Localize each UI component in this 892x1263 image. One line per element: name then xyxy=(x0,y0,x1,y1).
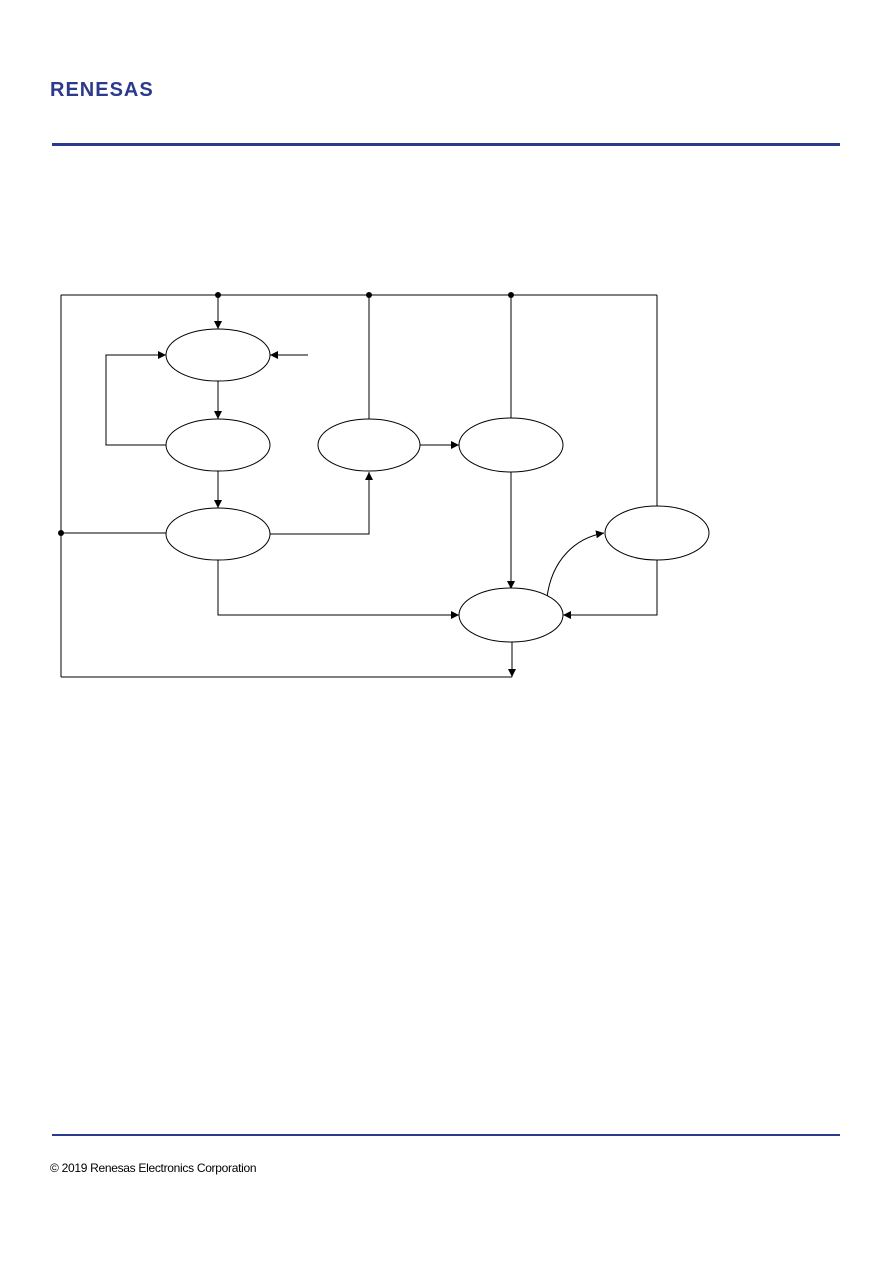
edge-s2-loop-to-s1 xyxy=(105,351,166,446)
state-5 xyxy=(458,417,564,473)
state-7 xyxy=(604,505,710,561)
edge-s6-to-s7 xyxy=(546,530,605,598)
renesas-logo: RENESAS xyxy=(50,78,180,100)
state-1 xyxy=(165,328,271,382)
junction-dot xyxy=(366,292,372,298)
state-3 xyxy=(165,507,271,561)
junction-dot xyxy=(58,530,64,536)
state-2 xyxy=(165,418,271,472)
brand-wordmark: RENESAS xyxy=(50,79,154,100)
junction-dot xyxy=(215,292,221,298)
header-rule xyxy=(52,143,840,146)
junction-dot xyxy=(508,292,514,298)
renesas-logo-mark: RENESAS xyxy=(50,79,154,100)
footer-rule xyxy=(52,1134,840,1136)
state-6 xyxy=(458,587,564,643)
copyright-text: © 2019 Renesas Electronics Corporation xyxy=(50,1161,257,1175)
edge-s3-to-s6 xyxy=(217,560,459,619)
edge-s3-to-s4 xyxy=(270,472,373,535)
edge-s7-to-s6 xyxy=(563,560,658,619)
state-4 xyxy=(317,418,421,472)
